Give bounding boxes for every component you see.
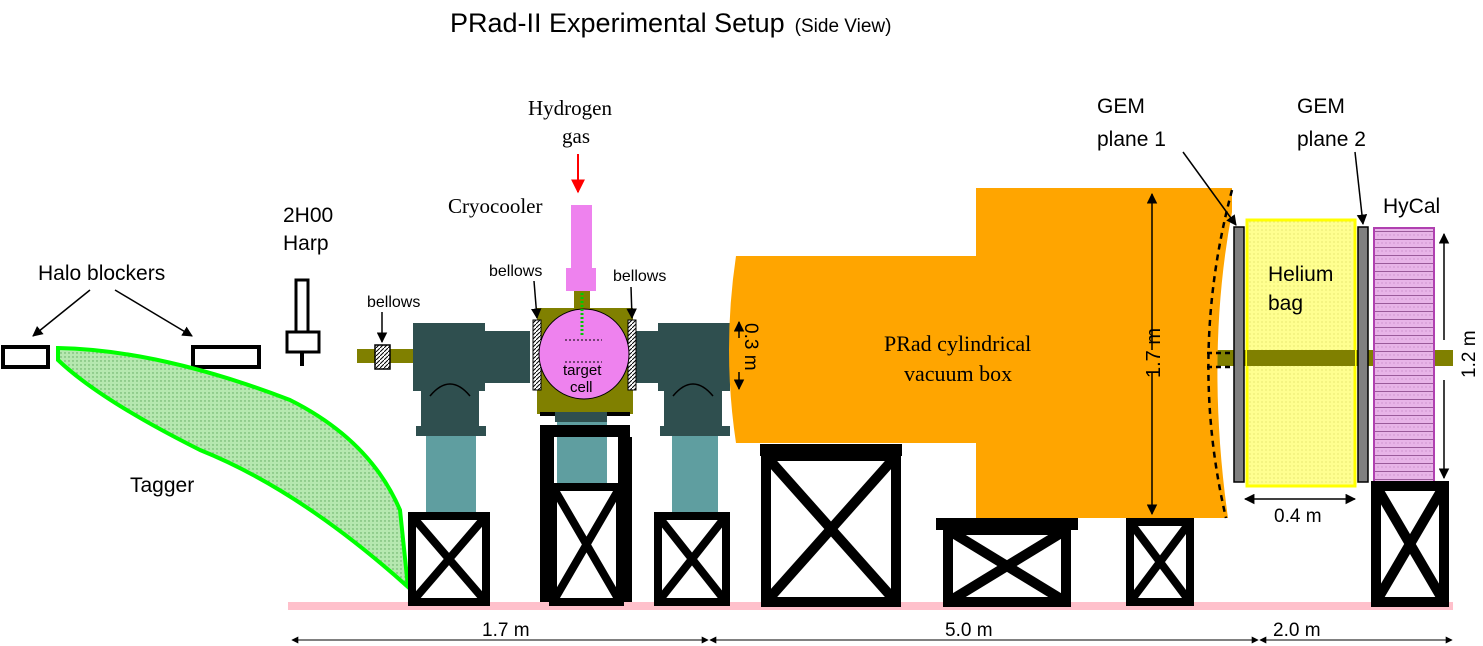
vacuum-window	[1207, 189, 1234, 519]
bellows-right-arrow	[626, 286, 637, 320]
halo-blocker-right	[191, 345, 261, 369]
tagger-magnet	[56, 345, 411, 592]
stand-vacuum-front	[760, 444, 902, 607]
vacuum-box-label-line1: PRad cylindrical	[884, 331, 1031, 356]
halo-blockers-label: Halo blockers	[38, 262, 165, 285]
vacuum-box-label-line2: vacuum box	[904, 361, 1012, 386]
gem1-label-line2: plane 1	[1097, 128, 1166, 151]
stand-hycal	[1371, 481, 1449, 607]
vacuum-box	[729, 188, 1232, 518]
harp-label-line2: Harp	[283, 232, 329, 255]
pipe-dimension-label: 0.3 m	[740, 323, 761, 371]
helium-beam-line	[1247, 350, 1355, 366]
bellows-left-label: bellows	[367, 294, 420, 311]
stand-vacuum-rear	[1126, 518, 1194, 606]
tagger-label: Tagger	[130, 474, 194, 497]
gem-plane-1	[1233, 226, 1245, 483]
gem1-arrow	[1182, 151, 1237, 226]
stand-target	[540, 425, 632, 606]
bellows-mid-label: bellows	[489, 263, 542, 280]
hycal-height-label: 1.2 m	[1459, 330, 1480, 378]
hycal-label: HyCal	[1383, 195, 1440, 218]
support-stands	[408, 425, 1449, 607]
diagram-title: PRad-II Experimental Setup(Side View)	[450, 8, 891, 38]
seg1-label: 1.7 m	[482, 620, 530, 641]
helium-label-line2: bag	[1268, 292, 1303, 315]
vacuum-height-label: 1.7 m	[1143, 328, 1165, 378]
target-label-line1: target	[563, 362, 602, 379]
hydrogen-label-line2: gas	[562, 124, 590, 148]
seg2-label: 5.0 m	[945, 620, 993, 641]
helium-length-label: 0.4 m	[1274, 506, 1322, 527]
bellows-right-label: bellows	[613, 268, 666, 285]
hydrogen-label-line1: Hydrogen	[528, 96, 612, 120]
helium-label-line1: Helium	[1268, 263, 1333, 286]
bellows-mid-arrow	[531, 280, 542, 320]
stand-vacuum-mid	[936, 518, 1078, 607]
gem1-label-line1: GEM	[1097, 95, 1145, 118]
bellows-left	[374, 344, 391, 370]
gem2-label-line2: plane 2	[1297, 128, 1366, 151]
seg3-label: 2.0 m	[1273, 620, 1321, 641]
gem2-arrow	[1354, 151, 1368, 226]
harp-label-line1: 2H00	[283, 204, 333, 227]
stand-left	[408, 512, 490, 606]
cryocooler-label: Cryocooler	[448, 194, 542, 218]
target-vessel	[532, 308, 637, 487]
hycal-beam-stub	[1436, 350, 1453, 366]
right-chamber	[633, 323, 730, 516]
target-label-line2: cell	[570, 379, 593, 396]
left-chamber	[413, 323, 530, 516]
hycal-calorimeter	[1373, 227, 1435, 483]
halo-blocker-left	[1, 345, 50, 369]
gem-plane-2	[1357, 226, 1369, 483]
gem2-label-line1: GEM	[1297, 95, 1345, 118]
halo-arrow-left	[32, 289, 91, 337]
cryocooler	[566, 205, 596, 336]
stand-right	[654, 512, 730, 606]
harp-device	[285, 278, 321, 366]
halo-arrow-right	[114, 289, 193, 337]
